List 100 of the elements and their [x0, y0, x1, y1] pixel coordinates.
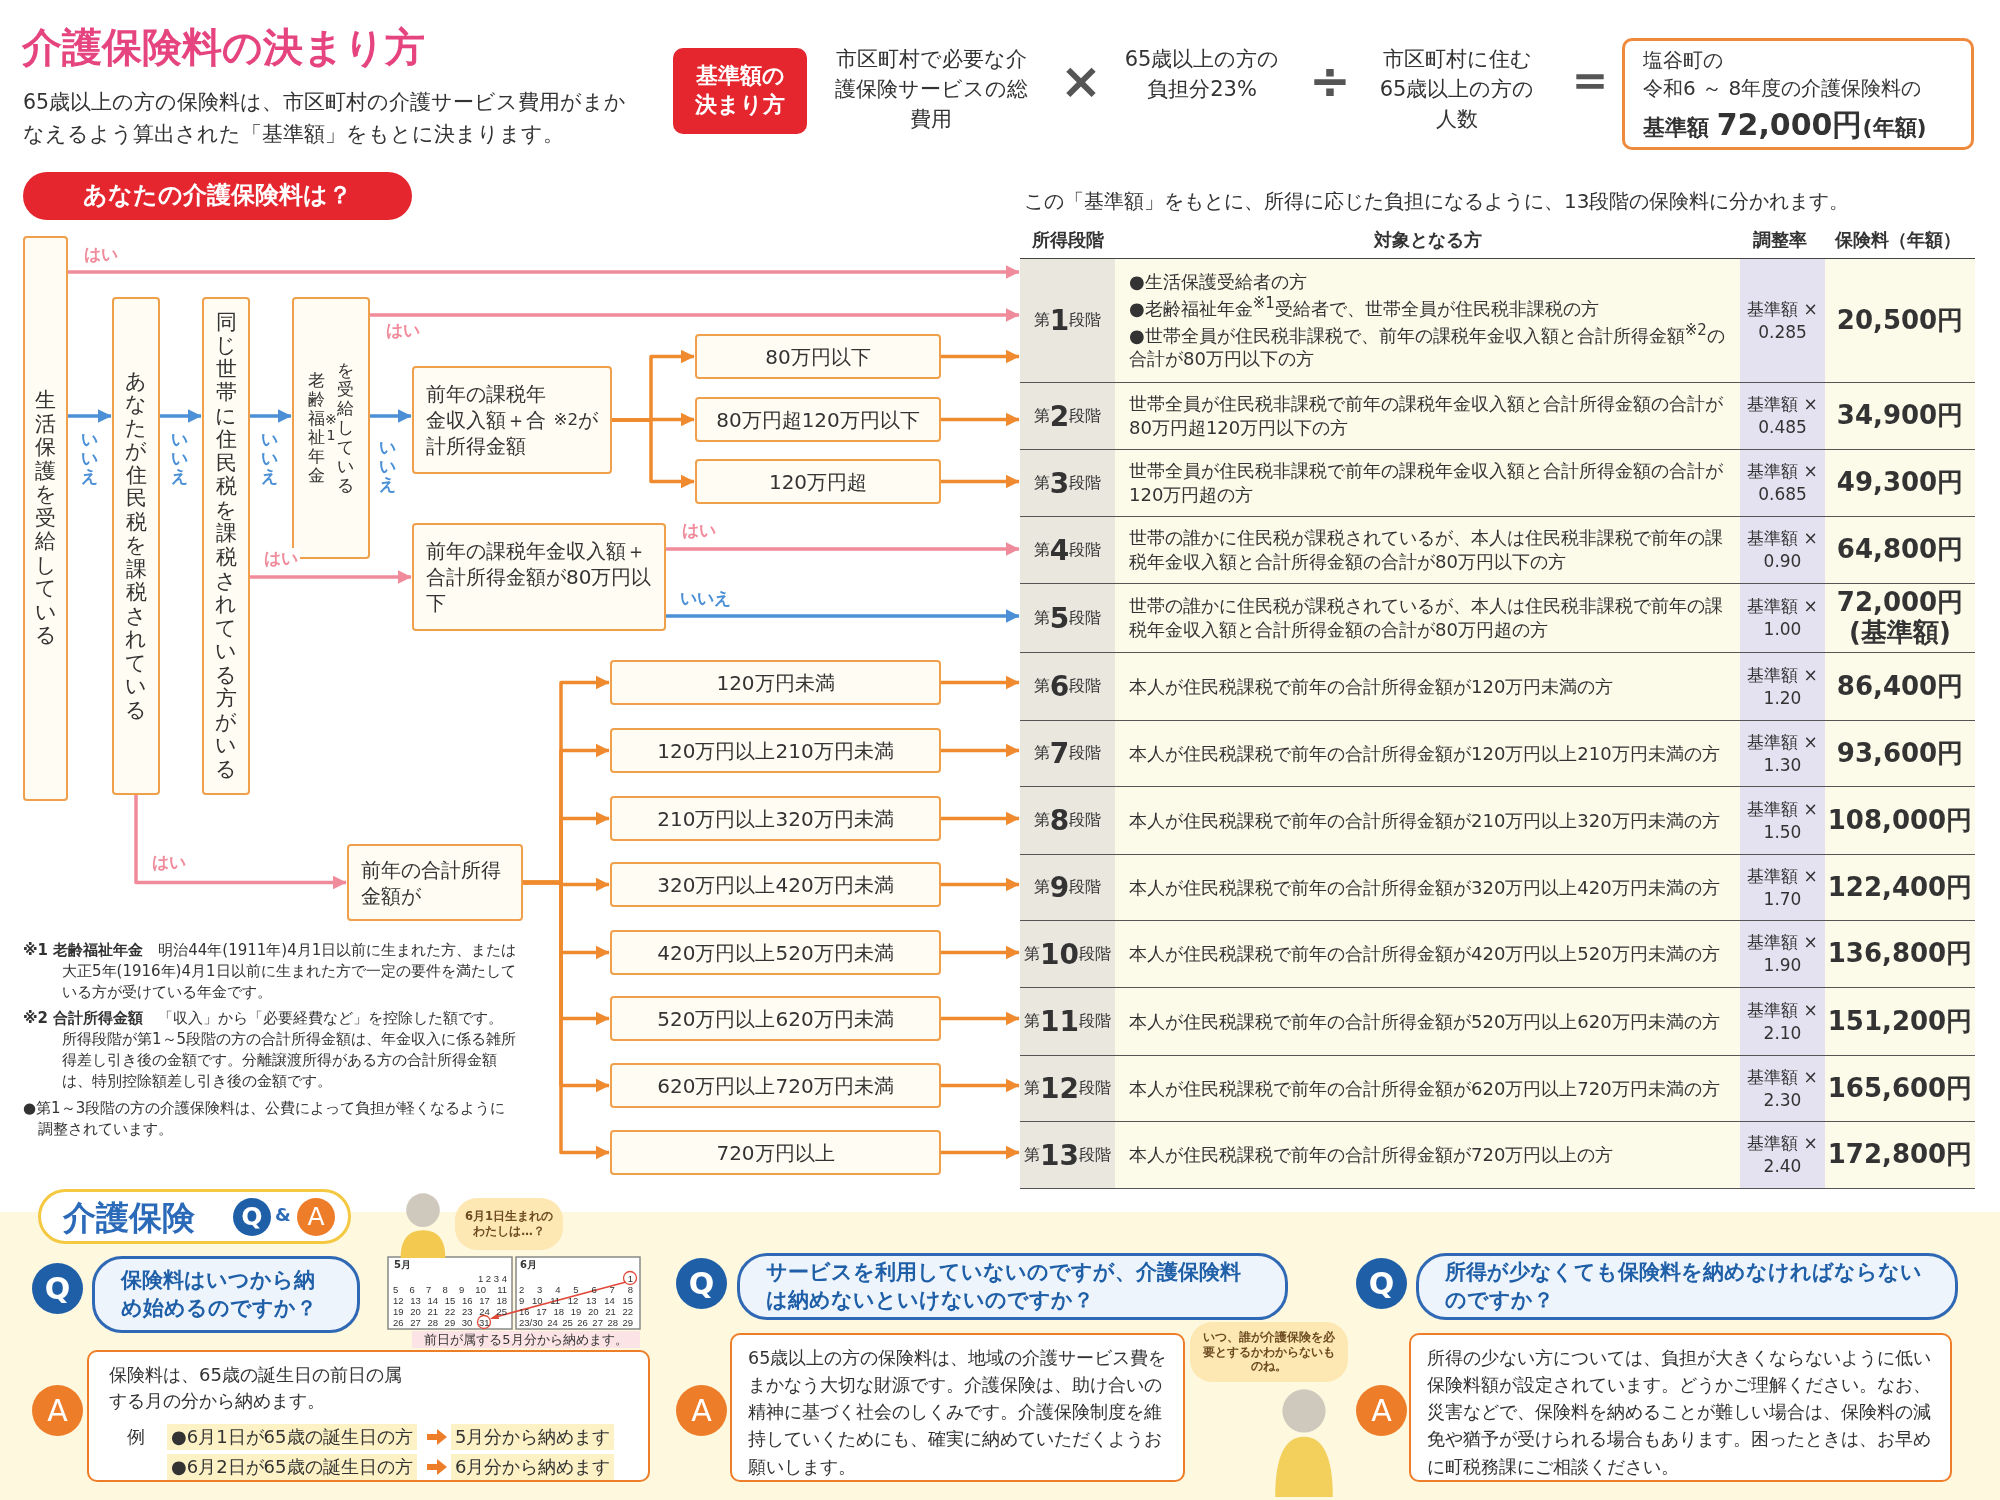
footnote: ※2 合計所得金額 「収入」から「必要経費など」を控除した額です。所得段階が第1～5段階の方の合計所得金額は、年金収入に係る雑所得差し引き後の金額です。分離譲渡所得がある方の合計所得金額は、特別控除額差し引き後の金額です。 — [23, 1008, 518, 1092]
fee-cell-text: 64,800円 — [1835, 533, 1965, 567]
table-row — [1020, 1122, 1975, 1189]
rate-cell: 基準額 × 2.10 — [1740, 988, 1825, 1055]
description-text: ●老齢福祉年金$^{※1}$受給者で、世帯全員が住民税非課税の方 — [1129, 293, 1600, 321]
arrow — [68, 265, 1020, 279]
description-text: 本人が住民税課税で前年の合計所得金額が620万円以上720万円未満の方 — [1129, 1076, 1721, 1101]
arrow — [250, 570, 412, 584]
fee-cell-text: 172,800円 — [1826, 1138, 1974, 1172]
equals-sign: ＝ — [1565, 54, 1611, 104]
example-label: 例 — [127, 1425, 145, 1449]
edge-label: はい — [150, 852, 188, 873]
income-range-box: 120万円以上210万円未満 — [610, 728, 941, 773]
description-text: 本人が住民税課税で前年の合計所得金額が210万円以上320万円未満の方 — [1129, 808, 1721, 833]
description-text: 本人が住民税課税で前年の合計所得金額が520万円以上620万円未満の方 — [1129, 1009, 1721, 1034]
table-row — [1020, 450, 1975, 517]
answer-text: 保険料は、65歳の誕生日の前日の属する月の分から納めます。 — [109, 1363, 403, 1413]
arrow — [941, 1011, 1020, 1026]
table-row — [1020, 921, 1975, 988]
edge-label: はい — [82, 244, 120, 265]
ampersand-text: & — [275, 1204, 291, 1225]
rate-cell: 基準額 × 0.90 — [1740, 517, 1825, 583]
arrow — [941, 811, 1020, 826]
table-row — [1020, 383, 1975, 450]
column-header: 調整率 — [1752, 228, 1808, 252]
income-range-box: 720万円以上 — [610, 1130, 941, 1175]
fee-cell-text: 72,000円 (基準額) — [1835, 586, 1965, 649]
arrow — [941, 675, 1020, 690]
divide-sign: ÷ — [1309, 56, 1349, 106]
question-bubble: サービスを利用していないのですが、介護保険料は納めないといけないのですか？ — [737, 1253, 1288, 1320]
income-range-box: 120万円超 — [695, 459, 941, 504]
arrow — [941, 743, 1020, 758]
month-label: 6月 — [520, 1259, 538, 1271]
example-result: 5月分から納めます — [451, 1424, 615, 1450]
table-row — [1020, 259, 1975, 383]
arrow — [160, 409, 202, 423]
arrow — [370, 409, 412, 423]
answer-box: 65歳以上の方の保険料は、地域の介護サービス費をまかなう大切な財源です。介護保険は、助け合いの精神に基づく社会のしくみです。介護保険制度を維持していくためにも、確実に納めていただくようお願いします。 — [730, 1333, 1185, 1482]
income-range-box: 210万円以上320万円未満 — [610, 796, 941, 841]
table-row — [1020, 988, 1975, 1056]
arrow — [941, 349, 1020, 364]
example-text: ●6月2日が65歳の誕生日の方 — [167, 1454, 417, 1480]
arrow — [666, 542, 1020, 556]
arrow — [134, 795, 347, 890]
footnote: ●第1～3段階の方の介護保険料は、公費によって負担が軽くなるように調整されています。 — [23, 1098, 507, 1140]
answer-box — [87, 1350, 650, 1482]
date-row: 5 6 7 8 9 10 11 — [393, 1284, 507, 1295]
edge-label: はい — [680, 520, 718, 541]
heading-banner: あなたの介護保険料は？ — [23, 172, 412, 220]
column-header: 所得段階 — [1030, 228, 1105, 252]
income-range-box: 320万円以上420万円未満 — [610, 862, 941, 907]
description-text: 世帯全員が住民税非課税で前年の課税年金収入額と合計所得金額の合計が120万円超の方 — [1129, 459, 1724, 507]
month-label: 5月 — [394, 1259, 412, 1271]
income-range-box: 80万円超120万円以下 — [695, 397, 941, 442]
rate-cell: 基準額 × 0.285 — [1740, 259, 1825, 382]
edge-label: はい — [262, 548, 300, 569]
fee-cell-text: 165,600円 — [1826, 1071, 1974, 1105]
heading-text: 介護保険 — [63, 1197, 195, 1239]
fee-cell-text: 108,000円 — [1826, 803, 1974, 837]
arrow — [941, 945, 1020, 960]
fee-cell-text: 86,400円 — [1835, 669, 1965, 703]
table-caption: この「基準額」をもとに、所得に応じた負担になるように、13段階の保険料に分かれます。 — [1024, 188, 1851, 215]
rate-cell: 基準額 × 0.685 — [1740, 450, 1825, 516]
rate-cell: 基準額 × 1.90 — [1740, 921, 1825, 987]
description-text: 本人が住民税課税で前年の合計所得金額が120万円以上210万円未満の方 — [1129, 741, 1721, 766]
answer-box: 所得の少ない方については、負担が大きくならないように低い保険料額が設定されています。どうかご理解ください。なお、災害などで、保険料を納めることが難しい場合は、保険料の減免や猶予が受けられる場合もあります。困ったときは、お早めに町税務課にご相談ください。 — [1409, 1333, 1952, 1482]
table-row — [1020, 787, 1975, 855]
table-row — [1020, 584, 1975, 653]
description-text: 世帯の誰かに住民税が課税されているが、本人は住民税非課税で前年の課税年金収入額と合計所得金額の合計が80万円超の方 — [1129, 594, 1724, 642]
condition-box: 前年の課税年金収入額＋合計所得金額が80万円以下 — [412, 523, 666, 631]
description-text: 世帯全員が住民税非課税で前年の課税年金収入額と合計所得金額の合計が80万円超120万円以下の方 — [1129, 392, 1724, 440]
calendar-caption: 前日が属する5月分から納めます。 — [412, 1331, 640, 1348]
rate-cell: 基準額 × 2.30 — [1740, 1056, 1825, 1121]
fee-cell-text: 122,400円 — [1826, 870, 1974, 904]
edge-label: はい — [384, 320, 422, 341]
table-row — [1020, 517, 1975, 584]
arrow — [941, 1078, 1020, 1093]
arrow — [68, 409, 112, 423]
income-range-box: 420万円以上520万円未満 — [610, 930, 941, 975]
question-box: 生活保護を受給している — [23, 236, 68, 801]
intro-text: 65歳以上の方の保険料は、市区町村の介護サービス費用がまかなえるよう算出された「基準額」をもとに決まります。 — [23, 89, 628, 148]
rate-cell: 基準額 × 1.00 — [1740, 584, 1825, 652]
formula-term: 65歳以上の方の負担分23% — [1123, 46, 1281, 103]
fee-cell-text: 136,800円 — [1826, 937, 1974, 971]
date-row: 2 3 4 5 6 7 8 — [519, 1284, 633, 1295]
footnote: ※1 老齢福祉年金 明治44年(1911年)4月1日以前に生まれた方、または大正5年(1916年)4月1日以前に生まれた方で一定の要件を満たしている方が受けている年金です。 — [23, 940, 518, 1003]
result-text: 塩谷町の — [1643, 47, 1723, 74]
income-range-box: 120万円未満 — [610, 660, 941, 705]
condition-box: 前年の合計所得金額が — [347, 844, 523, 921]
arrow — [250, 409, 292, 423]
arrow — [612, 418, 695, 489]
description-text: 本人が住民税課税で前年の合計所得金額が420万円以上520万円未満の方 — [1129, 942, 1721, 966]
income-range-box: 620万円以上720万円未満 — [610, 1063, 941, 1108]
question-bubble: 所得が少なくても保険料を納めなければならないのですか？ — [1416, 1253, 1958, 1320]
description-text: 本人が住民税課税で前年の合計所得金額が720万円以上の方 — [1129, 1143, 1615, 1167]
description-text: 世帯の誰かに住民税が課税されているが、本人は住民税非課税で前年の課税年金収入額と合計所得金額の合計が80万円以下の方 — [1129, 526, 1724, 574]
rate-cell: 基準額 × 1.50 — [1740, 787, 1825, 854]
arrow — [370, 308, 1020, 322]
rate-cell: 基準額 × 1.70 — [1740, 855, 1825, 920]
result-text: 令和6 ～ 8年度の介護保険料の — [1643, 75, 1922, 102]
